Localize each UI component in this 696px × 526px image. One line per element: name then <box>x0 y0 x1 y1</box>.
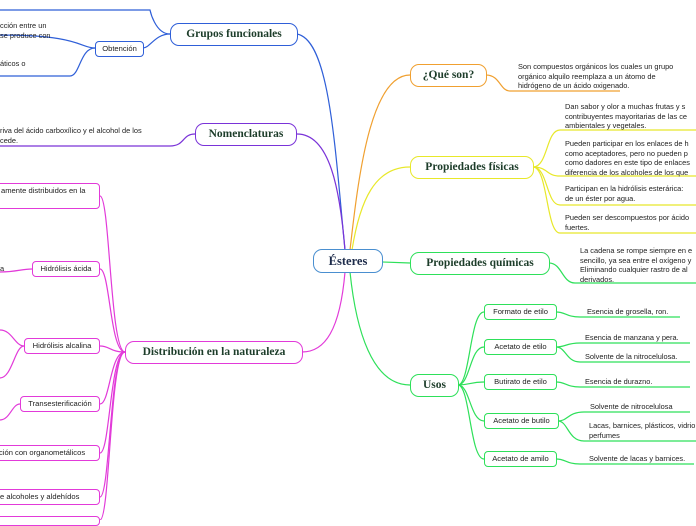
fisicas-text-1c: ambientales y vegetales. <box>565 121 647 131</box>
fisicas-text-2c: como dadores en este tipo de enlaces <box>565 158 690 168</box>
dist-fragment-text: a <box>0 264 5 273</box>
usos-acetato-etilo[interactable]: Acetato de etilo <box>484 339 557 355</box>
grupos-text-2: se produce con <box>0 31 51 40</box>
dist-item-hidrolisis-alcalina[interactable]: Hidrólisis alcalina <box>24 338 100 354</box>
grupos-text-1: cción entre un <box>0 21 47 30</box>
usos-acetato-butilo[interactable]: Acetato de butilo <box>484 413 559 429</box>
usos-text-grosella: Esencia de grosella, ron. <box>587 307 669 316</box>
grupos-funcionales-node[interactable]: Grupos funcionales <box>170 23 298 46</box>
obtencion-node[interactable]: Obtención <box>95 41 144 57</box>
usos-acetato-amilo[interactable]: Acetato de amilo <box>484 451 557 467</box>
fisicas-text-2b: como aceptadores, pero no pueden p <box>565 148 688 158</box>
dist-item-distribuidos[interactable]: amente distribuidos en la <box>0 183 100 209</box>
usos-text-manzana: Esencia de manzana y pera. <box>585 333 679 342</box>
dist-item-distribuidos-label: amente distribuidos en la <box>1 186 86 195</box>
distribucion-connectors <box>0 195 346 520</box>
fisicas-text-1b: contribuyentes mayoritarias de las ce <box>565 111 688 121</box>
fisicas-text-3b: de un éster por agua. <box>565 193 636 203</box>
dist-item-transesterificacion[interactable]: Transesterificación <box>20 396 100 412</box>
que-son-text-1: Son compuestos orgánicos los cuales un g… <box>518 62 674 71</box>
fisicas-text-4a: Pueden ser descompuestos por ácido <box>565 213 690 222</box>
quimicas-text-2: sencillo, ya sea entre el oxígeno y <box>580 255 692 265</box>
fisicas-text-3a: Participan en la hidrólisis esterárica: <box>565 184 684 193</box>
usos-text-lacas-line: perfumes <box>589 430 620 440</box>
usos-text-durazno: Esencia de durazno. <box>585 377 653 386</box>
usos-node[interactable]: Usos <box>410 374 459 397</box>
quimicas-text-4: derivados. <box>580 274 615 284</box>
usos-butirato-etilo[interactable]: Butirato de etilo <box>484 374 557 390</box>
dist-item-partial[interactable] <box>0 516 100 526</box>
fisicas-text-4b: fuertes. <box>565 222 590 232</box>
fisicas-connectors <box>351 129 696 251</box>
quimicas-text-3: Eliminando cualquier rastro de al <box>580 265 688 275</box>
dist-item-alcoholes-aldehidos[interactable]: e alcoholes y aldehídos <box>0 489 100 505</box>
usos-text-amilo: Solvente de lacas y barnices. <box>589 454 686 463</box>
usos-text-lacas-line: Lacas, barnices, plásticos, vidrio <box>589 421 696 430</box>
usos-text-solvente-nitro: Solvente de nitrocelulosa <box>590 402 673 411</box>
dist-item-organometalicos[interactable]: ción con organometálicos <box>0 445 100 461</box>
que-son-text-2: orgánico alquilo reemplaza a un átomo de <box>518 71 656 81</box>
nomenclaturas-text-1: riva del ácido carboxílico y el alcohol … <box>0 126 142 135</box>
nomenclaturas-text-2: cede. <box>0 135 19 145</box>
dist-item-hidrolisis-acida[interactable]: Hidrólisis ácida <box>32 261 100 277</box>
que-son-text-3: hidrógeno de un ácido oxigenado. <box>518 81 630 91</box>
nomenclaturas-connectors <box>0 133 346 251</box>
que-son-connectors <box>349 74 620 251</box>
fisicas-text-1a: Dan sabor y olor a muchas frutas y s <box>565 102 686 111</box>
fisicas-text-2d: diferencia de los alcoholes de los que <box>565 167 689 177</box>
que-son-node[interactable]: ¿Qué son? <box>410 64 487 87</box>
usos-formato-etilo[interactable]: Formato de etilo <box>484 304 557 320</box>
propiedades-quimicas-node[interactable]: Propiedades químicas <box>410 252 550 275</box>
root-node[interactable]: Ésteres <box>313 249 383 273</box>
usos-text-nitrocelulosa: Solvente de la nitrocelulosa. <box>585 352 678 361</box>
fisicas-text-2a: Pueden participar en los enlaces de h <box>565 139 689 148</box>
distribucion-node[interactable]: Distribución en la naturaleza <box>125 341 303 364</box>
quimicas-text-1: La cadena se rompe siempre en e <box>580 246 693 255</box>
usos-connectors <box>349 271 696 465</box>
propiedades-fisicas-node[interactable]: Propiedades físicas <box>410 156 534 179</box>
grupos-text-3: áticos o <box>0 59 26 68</box>
nomenclaturas-node[interactable]: Nomenclaturas <box>195 123 297 146</box>
